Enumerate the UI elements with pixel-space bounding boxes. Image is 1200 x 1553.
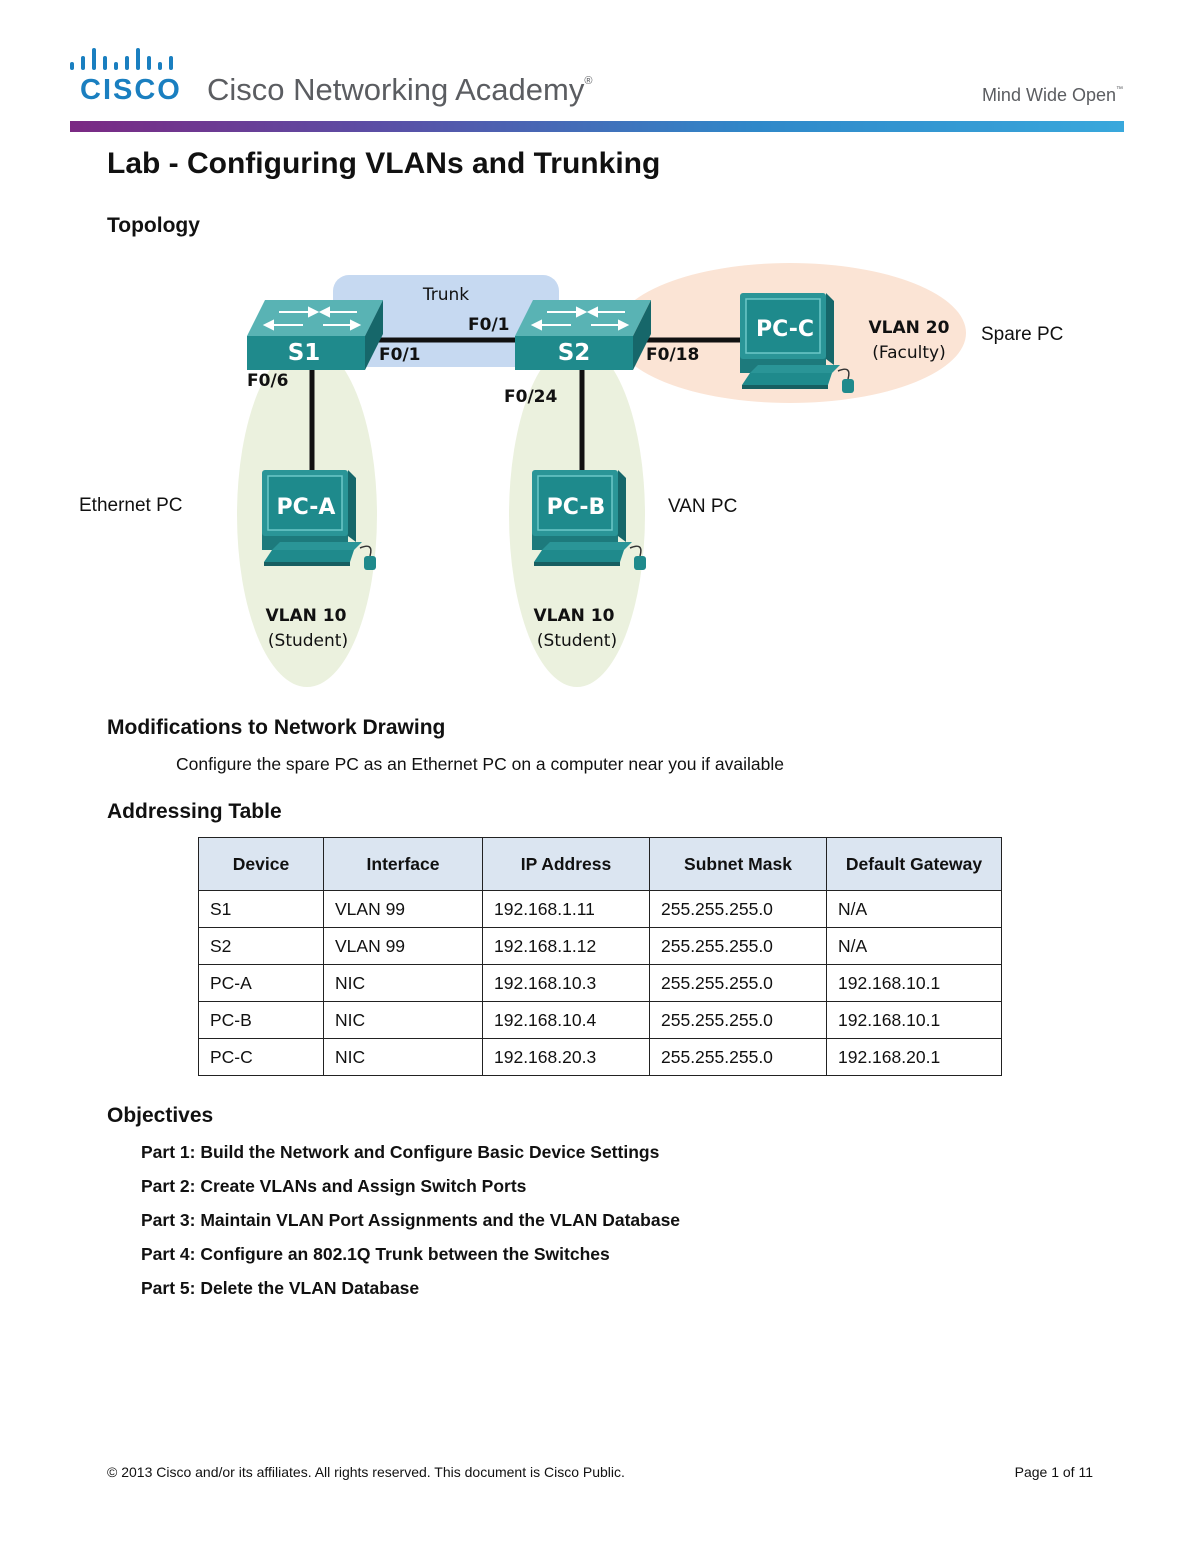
vlan-a-role: (Student)	[268, 631, 348, 651]
objective-item: Part 3: Maintain VLAN Port Assignments a…	[141, 1210, 681, 1230]
modifications-text: Configure the spare PC as an Ethernet PC…	[176, 754, 784, 774]
cell-device: S1	[198, 890, 324, 928]
cell-interface: VLAN 99	[323, 927, 483, 965]
cell-gateway: 192.168.10.1	[826, 964, 1002, 1002]
port-s2-pcb: F0/24	[504, 387, 557, 407]
annotation-spare-pc: Spare PC	[981, 324, 1063, 345]
table-row: PC-A NIC 192.168.10.3 255.255.255.0 192.…	[198, 964, 1002, 1002]
col-interface: Interface	[323, 837, 483, 891]
table-row: S2 VLAN 99 192.168.1.12 255.255.255.0 N/…	[198, 927, 1002, 965]
trademark-mark: ™	[1116, 86, 1123, 93]
port-s1-trunk: F0/1	[379, 345, 420, 365]
col-device: Device	[198, 837, 324, 891]
objectives-list: Part 1: Build the Network and Configure …	[141, 1140, 680, 1310]
cell-ip: 192.168.1.12	[482, 927, 650, 965]
cisco-wordmark: CISCO	[80, 74, 182, 106]
table-row: PC-C NIC 192.168.20.3 255.255.255.0 192.…	[198, 1038, 1002, 1076]
pc-b-label: PC-B	[547, 495, 606, 520]
cell-mask: 255.255.255.0	[649, 964, 827, 1002]
cell-device: PC-B	[198, 1001, 324, 1039]
vlan-a-name: VLAN 10	[266, 606, 347, 626]
topology-heading: Topology	[107, 214, 200, 237]
cell-gateway: N/A	[826, 927, 1002, 965]
cisco-logo-icon	[70, 48, 173, 70]
pc-a-label: PC-A	[277, 495, 336, 520]
registered-mark: ®	[584, 75, 593, 87]
vlan-b-name: VLAN 10	[534, 606, 615, 626]
cell-mask: 255.255.255.0	[649, 1001, 827, 1039]
header-gradient-bar	[70, 121, 1124, 132]
cell-ip: 192.168.10.4	[482, 1001, 650, 1039]
table-row: PC-B NIC 192.168.10.4 255.255.255.0 192.…	[198, 1001, 1002, 1039]
vlan-c-role: (Faculty)	[872, 343, 945, 363]
col-subnet-mask: Subnet Mask	[649, 837, 827, 891]
vlan-b-role: (Student)	[537, 631, 617, 651]
addressing-heading: Addressing Table	[107, 800, 282, 823]
port-s2-trunk: F0/1	[468, 315, 509, 335]
tagline-text: Mind Wide Open	[981, 85, 1116, 105]
annotation-ethernet-pc: Ethernet PC	[79, 495, 183, 516]
trunk-label: Trunk	[422, 285, 469, 305]
footer-page-number: Page 1 of 11	[1014, 1464, 1093, 1480]
annotation-van-pc: VAN PC	[668, 496, 737, 517]
switch-s1-label: S1	[288, 340, 321, 366]
cell-gateway: 192.168.10.1	[826, 1001, 1002, 1039]
cell-interface: NIC	[323, 964, 483, 1002]
pc-c-label: PC-C	[756, 317, 814, 342]
cell-mask: 255.255.255.0	[649, 927, 827, 965]
port-s1-pc: F0/6	[247, 371, 288, 391]
cell-device: PC-A	[198, 964, 324, 1002]
topology-diagram: S1 S2 PC-A PC-B PC-C Trunk F0/1 F0/1 F0/…	[79, 263, 1063, 687]
cell-interface: NIC	[323, 1001, 483, 1039]
cell-device: PC-C	[198, 1038, 324, 1076]
cell-mask: 255.255.255.0	[649, 890, 827, 928]
tagline: Mind Wide Open™	[982, 86, 1123, 104]
cell-interface: NIC	[323, 1038, 483, 1076]
table-header-row: Device Interface IP Address Subnet Mask …	[198, 837, 1002, 891]
trunk-zone	[333, 275, 559, 367]
cell-device: S2	[198, 927, 324, 965]
objectives-heading: Objectives	[107, 1104, 214, 1127]
port-s2-pcc: F0/18	[646, 345, 699, 365]
cell-ip: 192.168.20.3	[482, 1038, 650, 1076]
switch-s2-label: S2	[558, 340, 591, 366]
col-default-gateway: Default Gateway	[826, 837, 1002, 891]
objective-item: Part 5: Delete the VLAN Database	[141, 1278, 420, 1298]
cell-ip: 192.168.1.11	[482, 890, 650, 928]
vlan-c-name: VLAN 20	[869, 318, 950, 338]
cell-gateway: N/A	[826, 890, 1002, 928]
footer-copyright: © 2013 Cisco and/or its affiliates. All …	[107, 1464, 625, 1480]
cell-ip: 192.168.10.3	[482, 964, 650, 1002]
cell-gateway: 192.168.20.1	[826, 1038, 1002, 1076]
addressing-table: Device Interface IP Address Subnet Mask …	[198, 837, 1002, 1076]
cell-mask: 255.255.255.0	[649, 1038, 827, 1076]
objective-item: Part 4: Configure an 802.1Q Trunk betwee…	[141, 1244, 610, 1264]
modifications-heading: Modifications to Network Drawing	[107, 716, 446, 739]
col-ip-address: IP Address	[482, 837, 650, 891]
objective-item: Part 1: Build the Network and Configure …	[141, 1142, 660, 1162]
page-title: Lab - Configuring VLANs and Trunking	[107, 147, 661, 180]
objective-item: Part 2: Create VLANs and Assign Switch P…	[141, 1176, 527, 1196]
cell-interface: VLAN 99	[323, 890, 483, 928]
academy-name: Cisco Networking Academy®	[207, 74, 592, 105]
academy-name-text: Cisco Networking Academy	[207, 72, 585, 107]
table-row: S1 VLAN 99 192.168.1.11 255.255.255.0 N/…	[198, 890, 1002, 928]
